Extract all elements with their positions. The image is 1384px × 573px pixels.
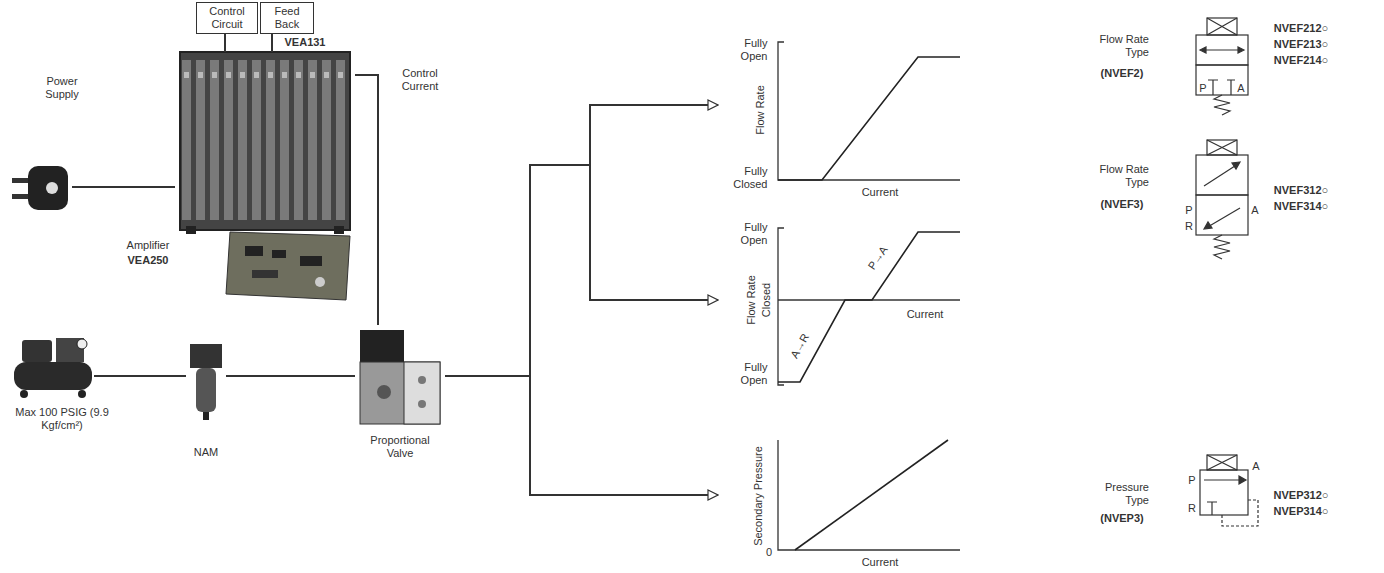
part-label: Closed xyxy=(760,283,773,317)
model-label: VEA131 xyxy=(285,36,326,49)
part-label: A xyxy=(1237,82,1244,95)
part-label: Amplifier xyxy=(127,239,170,252)
connector xyxy=(445,105,718,376)
part-label: P xyxy=(1185,204,1192,217)
part-label: R xyxy=(1188,502,1196,515)
part-label: NVEF214○ xyxy=(1274,54,1328,67)
part-label: Power Supply xyxy=(37,75,87,101)
amplifier: AmplifierVEA250 xyxy=(175,52,355,232)
process-box: Control Circuit xyxy=(196,2,258,34)
valve-symbols xyxy=(1196,18,1258,526)
connector xyxy=(72,186,175,188)
connector xyxy=(226,375,355,377)
part-label: Fully Closed xyxy=(723,165,768,191)
amplifier-rack xyxy=(180,52,350,234)
part-label: NVEF314○ xyxy=(1274,200,1328,213)
part-label: Max 100 PSIG (9.9 Kgf/cm²) xyxy=(7,406,117,432)
part-label: Secondary Pressure xyxy=(752,446,765,546)
compressor: Max 100 PSIG (9.9 Kgf/cm²) xyxy=(12,335,94,397)
part-label: Fully Open xyxy=(723,361,768,387)
part-label: A xyxy=(1251,204,1258,217)
part-label: P xyxy=(1188,474,1195,487)
part-label: NVEF312○ xyxy=(1274,184,1328,197)
flow-graph: Fully OpenFlow RateClosedFully OpenCurre… xyxy=(718,218,963,390)
valve-symbol: Pressure Type(NVEP3)PRANVEP312○NVEP314○ xyxy=(1200,455,1248,527)
amplifier-board xyxy=(226,232,350,300)
part-label: Flow Rate Type xyxy=(1087,33,1149,59)
box-label: Feed Back xyxy=(265,5,309,31)
part-label: P xyxy=(1199,82,1206,95)
power-plug xyxy=(12,166,68,210)
graph-curves xyxy=(778,57,960,550)
part-label: NAM xyxy=(194,446,218,459)
part-label: Flow Rate xyxy=(754,85,767,135)
connector xyxy=(94,375,186,377)
pressure-graph: Secondary Pressure0Current xyxy=(718,432,963,572)
part-label: Flow Rate Type xyxy=(1087,163,1149,189)
part-label: P→A xyxy=(865,244,890,273)
part-label: (NVEF2) xyxy=(1101,67,1144,80)
part-label: Current xyxy=(862,186,899,199)
part-label: Pressure Type xyxy=(1087,481,1149,507)
part-label: (NVEF3) xyxy=(1101,198,1144,211)
proportional-valve: Proportional Valve xyxy=(355,325,445,427)
graph-axes xyxy=(778,42,960,550)
box-label: Control Circuit xyxy=(201,5,253,31)
compressor xyxy=(14,338,92,398)
valve-symbol: Flow Rate Type(NVEF3)PRANVEF312○NVEF314○ xyxy=(1196,140,1248,262)
signal-label: Control Current xyxy=(389,67,451,93)
filter-unit: NAM xyxy=(186,340,226,422)
part-label: NVEF212○ xyxy=(1274,22,1328,35)
part-label: Fully Open xyxy=(723,37,768,63)
connector xyxy=(445,376,718,495)
part-label: 0 xyxy=(766,546,772,559)
part-label: NVEP312○ xyxy=(1274,489,1329,502)
flow-graph: Fully OpenFlow RateFully ClosedCurrent xyxy=(718,35,963,200)
part-label: VEA250 xyxy=(128,254,169,267)
connector xyxy=(445,165,718,376)
connector xyxy=(355,75,378,325)
part-label: A xyxy=(1252,460,1259,473)
part-label: Current xyxy=(907,308,944,321)
part-label: Current xyxy=(862,556,899,569)
valve-symbol: Flow Rate Type(NVEF2)PANVEF212○NVEF213○N… xyxy=(1196,15,1248,117)
part-label: A→R xyxy=(788,331,812,360)
part-label: Flow Rate xyxy=(745,275,758,325)
connector xyxy=(224,34,226,52)
part-label: NVEF213○ xyxy=(1274,38,1328,51)
connector xyxy=(271,34,273,52)
process-box: Feed Back xyxy=(260,2,314,34)
proportional-valve xyxy=(360,330,440,424)
power-supply: Power Supply xyxy=(10,160,72,212)
part-label: NVEP314○ xyxy=(1274,505,1329,518)
part-label: Fully Open xyxy=(723,221,768,247)
filter-unit xyxy=(190,344,222,420)
part-label: Proportional Valve xyxy=(365,434,435,460)
part-label: R xyxy=(1185,220,1193,233)
part-label: (NVEP3) xyxy=(1100,512,1143,525)
